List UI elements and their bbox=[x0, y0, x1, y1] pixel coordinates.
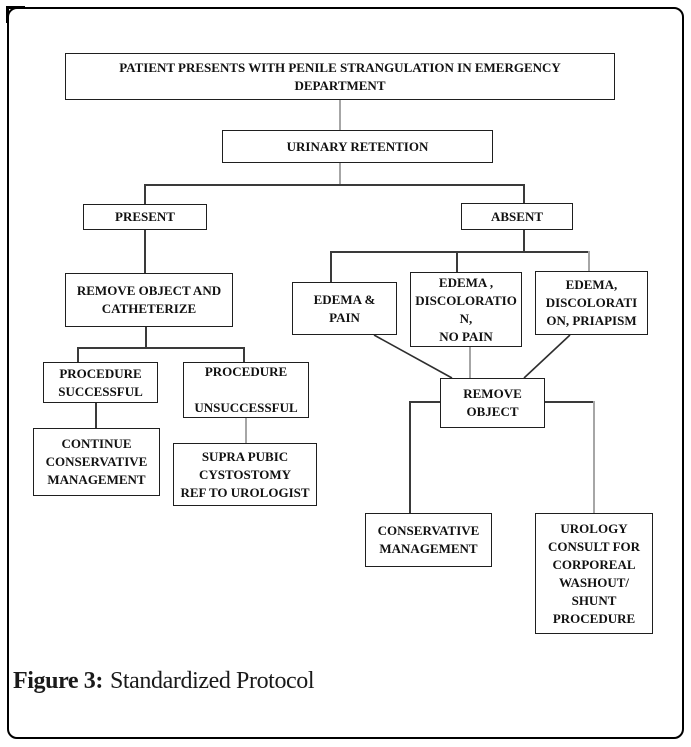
node-remove-object-and-catheterize: REMOVE OBJECT AND CATHETERIZE bbox=[65, 273, 233, 327]
node-urinary-retention: URINARY RETENTION bbox=[222, 130, 493, 163]
node-continue-conservative-management: CONTINUE CONSERVATIVE MANAGEMENT bbox=[33, 428, 160, 496]
figure-caption-text: Standardized Protocol bbox=[109, 668, 315, 694]
connector-title-to-urinary bbox=[339, 100, 341, 130]
node-procedure-successful: PROCEDURE SUCCESSFUL bbox=[43, 362, 158, 403]
connector-branch-edema bbox=[330, 251, 590, 253]
connector-branch-to-edema-pain bbox=[330, 251, 332, 282]
connector-urinary-to-branch bbox=[339, 163, 341, 184]
node-absent: ABSENT bbox=[461, 203, 573, 230]
node-patient-presents: PATIENT PRESENTS WITH PENILE STRANGULATI… bbox=[65, 53, 615, 100]
connector-removeobject-left-arm bbox=[409, 401, 440, 403]
node-edema-pain: EDEMA & PAIN bbox=[292, 282, 397, 335]
figure-frame-corner bbox=[6, 6, 25, 23]
connector-split-to-unsuccessful bbox=[243, 347, 245, 362]
connector-branch-to-edema-no-pain bbox=[456, 251, 458, 272]
node-remove-object: REMOVE OBJECT bbox=[440, 378, 545, 428]
connector-split-to-successful bbox=[77, 347, 79, 362]
node-edema-discoloration-no-pain: EDEMA , DISCOLORATIO N, NO PAIN bbox=[410, 272, 522, 347]
node-suprapubic-cystostomy: SUPRA PUBIC CYSTOSTOMY REF TO UROLOGIST bbox=[173, 443, 317, 506]
connector-branch-to-absent bbox=[523, 184, 525, 203]
connector-no-pain-to-remove-object bbox=[469, 347, 471, 378]
node-present: PRESENT bbox=[83, 204, 207, 230]
connector-successful-to-continue bbox=[95, 403, 97, 428]
figure-caption-label: Figure 3: bbox=[13, 668, 103, 694]
connector-branch-to-edema-priapism bbox=[588, 251, 590, 271]
connector-split-procedures bbox=[77, 347, 245, 349]
connector-right-to-urology bbox=[593, 401, 595, 513]
node-procedure-unsuccessful: PROCEDURE UNSUCCESSFUL bbox=[183, 362, 309, 418]
figure-frame bbox=[7, 7, 684, 739]
connector-unsuccessful-to-suprapubic bbox=[245, 418, 247, 443]
node-edema-discoloration-priapism: EDEMA, DISCOLORATI ON, PRIAPISM bbox=[535, 271, 648, 335]
figure-caption: Figure 3:Standardized Protocol bbox=[13, 668, 315, 695]
node-urology-consult: UROLOGY CONSULT FOR CORPOREAL WASHOUT/ S… bbox=[535, 513, 653, 634]
connector-branch-present-absent bbox=[144, 184, 525, 186]
connector-present-to-remove-catheterize bbox=[144, 230, 146, 273]
connector-left-to-conservative bbox=[409, 401, 411, 513]
connector-absent-to-branch bbox=[523, 230, 525, 251]
node-conservative-management: CONSERVATIVE MANAGEMENT bbox=[365, 513, 492, 567]
connector-removecath-to-split bbox=[145, 327, 147, 347]
connector-branch-to-present bbox=[144, 184, 146, 204]
connector-removeobject-right-arm bbox=[545, 401, 595, 403]
